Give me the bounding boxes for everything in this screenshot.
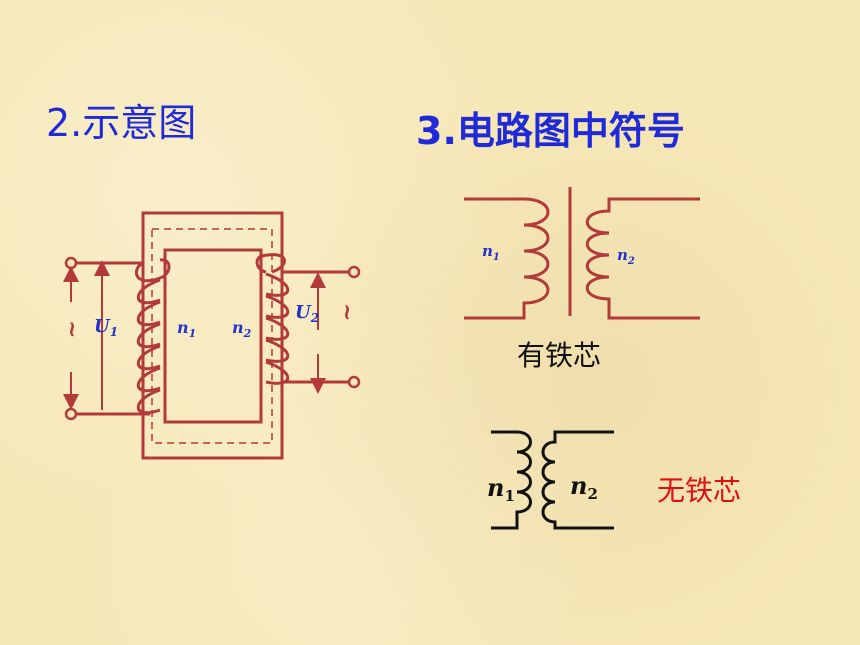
iron-core-symbol [464, 187, 700, 320]
iron-core-outer [141, 211, 284, 460]
iron-core-caption: 有铁芯 [517, 339, 601, 372]
primary-terminal-top [64, 256, 78, 270]
iron-symbol-n1: n1 [482, 242, 500, 263]
iron-core-inner [163, 248, 263, 424]
secondary-terminal-bottom [347, 375, 361, 389]
primary-terminal-bottom [64, 407, 78, 421]
label-u2: U2 [295, 302, 319, 325]
secondary-ac-symbol: ~ [334, 303, 360, 321]
air-symbol-n1: n1 [487, 473, 515, 505]
air-core-caption: 无铁芯 [657, 474, 741, 507]
primary-coil [72, 258, 171, 416]
primary-ac-symbol: ~ [59, 320, 85, 338]
air-core-symbol [491, 430, 614, 530]
label-n2: n2 [232, 318, 252, 340]
transformer-schematic: ~ ~ U1 n1 n2 U2 [59, 211, 361, 460]
label-n1: n1 [177, 318, 196, 340]
air-symbol-n2: n2 [570, 471, 598, 503]
iron-core-dashed [151, 228, 273, 444]
iron-symbol-n2: n2 [617, 246, 635, 267]
secondary-terminal-top [347, 265, 361, 279]
schematic-heading: 2.示意图 [46, 101, 197, 145]
circuit-symbol-heading: 3.电路图中符号 [416, 109, 685, 153]
label-u1: U1 [94, 316, 118, 339]
